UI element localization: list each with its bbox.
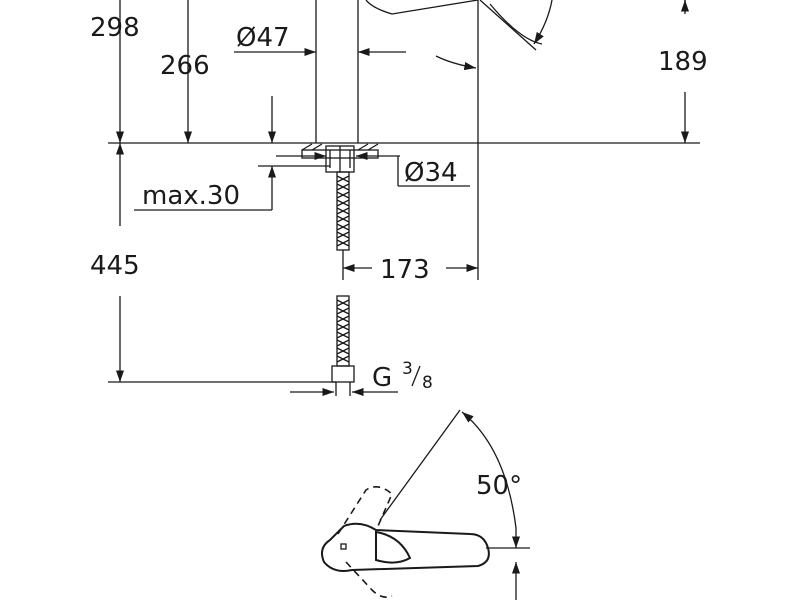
faucet-body <box>315 0 479 143</box>
label-angle-50: 50° <box>476 471 522 501</box>
dimension-173: 173 <box>342 143 479 285</box>
label-173: 173 <box>380 255 430 285</box>
label-298: 298 <box>90 13 140 43</box>
dimension-298: 298 <box>90 0 140 143</box>
dimension-266: 266 <box>160 0 210 143</box>
dimension-diameter-34: Ø34 <box>276 151 470 188</box>
dimension-thread: G 3 8 <box>290 359 433 397</box>
braided-hose-lower <box>331 295 355 396</box>
label-d47: Ø47 <box>236 23 290 53</box>
label-445: 445 <box>90 251 140 281</box>
label-d34: Ø34 <box>404 158 458 188</box>
top-view: 50° <box>321 409 530 600</box>
mounting-nut <box>301 143 379 173</box>
label-189: 189 <box>658 47 708 77</box>
label-max-30: max.30 <box>142 181 240 211</box>
dimension-189: 189 <box>658 0 708 143</box>
handle-rotation-arc-top <box>435 0 553 71</box>
label-266: 266 <box>160 51 210 81</box>
dimension-diameter-47: Ø47 <box>234 23 406 57</box>
dimension-max-30: max.30 <box>134 96 330 211</box>
label-thread-g: G <box>372 363 392 393</box>
braided-hose-upper <box>336 171 350 251</box>
label-thread-den: 8 <box>422 373 433 393</box>
label-thread-num: 3 <box>402 359 413 379</box>
dimension-445: 445 <box>90 143 336 383</box>
